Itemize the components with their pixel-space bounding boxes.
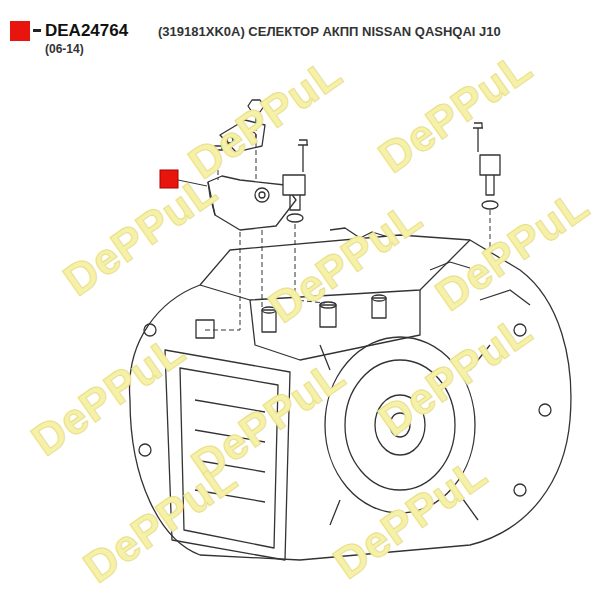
part-code: DEA24764 — [45, 21, 128, 41]
watermark: DePPuL — [74, 451, 246, 592]
part-description: (319181XK0A) СЕЛЕКТОР АКПП NISSAN QASHQA… — [158, 24, 501, 39]
watermark: DePPuL — [179, 47, 351, 188]
watermark: DePPuL — [324, 447, 496, 588]
header-dash — [33, 29, 41, 32]
legend-swatch — [10, 21, 30, 41]
watermark: DePPuL — [426, 179, 598, 320]
watermark: DePPuL — [369, 41, 541, 182]
year-range: (06-14) — [45, 42, 84, 56]
